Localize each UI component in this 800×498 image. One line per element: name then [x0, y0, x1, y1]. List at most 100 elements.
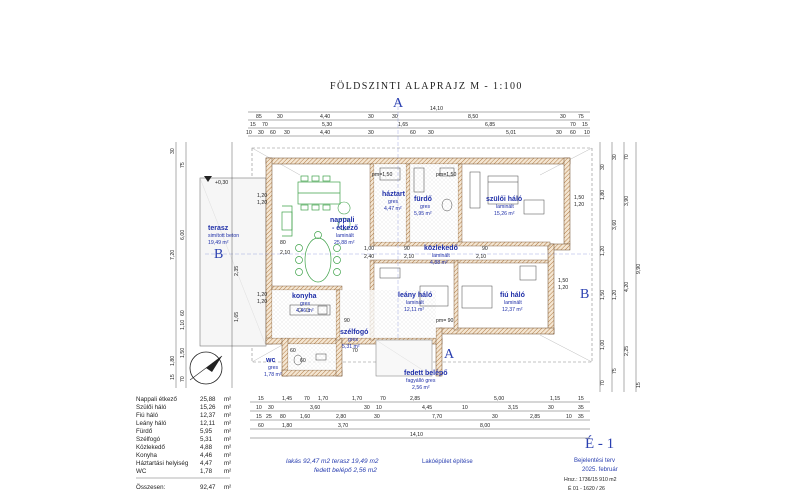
area-row-name: Konyha	[136, 452, 158, 459]
area-row-value: 15,26	[200, 404, 216, 411]
dim-label: 6,85	[485, 122, 495, 128]
room-material: laminált	[432, 253, 450, 259]
room-name: szülői háló	[486, 196, 522, 203]
dim-label: 5,01	[506, 130, 516, 136]
opening-label: 1,50	[574, 195, 584, 201]
opening-label: 1,20	[574, 202, 584, 208]
opening-label: 80	[280, 240, 286, 246]
top-dimension-lines	[248, 111, 590, 137]
top-dim-row4: 10 30 60 30 4,40 30 60 30 5,01 30 60 10	[246, 130, 590, 136]
area-row-unit: m²	[224, 420, 231, 427]
area-total-unit: m²	[224, 484, 231, 491]
room-szuloi-halo: szülői háló laminált 15,26 m²	[486, 196, 522, 217]
project-name: Lakóépület építése	[422, 459, 473, 465]
room-name: terasz	[208, 225, 229, 232]
dim-label: 30	[548, 405, 554, 411]
right-dimension-lines	[599, 142, 637, 392]
area-row-name: Szélfogó	[136, 436, 161, 443]
summary-line-1: lakás 92,47 m2 terasz 19,49 m2	[286, 458, 379, 465]
dim-label: 4,40	[320, 114, 330, 120]
kitchen-counter	[289, 304, 331, 316]
room-szelfogo: szélfogó gres 5,31 m²	[340, 329, 368, 350]
dim-label: 6,00	[180, 230, 186, 240]
dim-label: 4,20	[624, 282, 630, 292]
dim-label: 1,65	[234, 312, 240, 322]
dim-label: 1,70	[352, 396, 362, 402]
dim-label: 30	[392, 114, 398, 120]
room-area: 12,11 m²	[404, 307, 424, 313]
dim-label: 1,45	[282, 396, 292, 402]
room-material: gres	[420, 204, 430, 210]
level-arrow-icon	[204, 176, 212, 182]
dim-label: 1,80	[600, 190, 606, 200]
cut-marker-a-bottom: A	[444, 347, 455, 362]
opening-label: pm=1,50	[372, 172, 392, 178]
opening-label: 2,40	[364, 254, 374, 260]
dim-label: 8,50	[468, 114, 478, 120]
bottom-dim-row4: 60 1,80 3,70 8,00	[258, 423, 490, 429]
dim-label: 8,00	[480, 423, 490, 429]
north-arrow-icon	[189, 351, 223, 385]
dim-label: 60	[410, 130, 416, 136]
opening-label: 1,20	[257, 292, 267, 298]
dim-label: 2,35	[234, 266, 240, 276]
room-furdo: fürdő gres 5,95 m²	[414, 196, 432, 217]
dim-label: 1,80	[170, 356, 176, 366]
area-row-unit: m²	[224, 444, 231, 451]
dim-label: 15	[578, 396, 584, 402]
area-row-value: 4,46	[200, 452, 213, 459]
dining-table-set	[297, 175, 341, 211]
dim-label: 60	[270, 130, 276, 136]
area-total-value: 92,47	[200, 484, 216, 491]
area-row-value: 12,37	[200, 412, 216, 419]
roof-ridge-line	[539, 334, 593, 363]
area-row-name: Nappali étkező	[136, 396, 177, 403]
room-terasz: terasz simított beton 19,49 m²	[208, 225, 239, 246]
opening-label: 2,10	[404, 254, 414, 260]
cut-marker-b-right: B	[580, 287, 589, 302]
area-row-value: 5,95	[200, 428, 213, 435]
bottom-dim-row3: 15 25 80 1,60 2,80 30 7,70 30 2,85 10 35	[256, 414, 584, 420]
room-name: wc	[265, 357, 275, 364]
dim-label: 3,15	[508, 405, 518, 411]
level-marker: +0,30	[215, 180, 228, 186]
dim-label: 3,60	[310, 405, 320, 411]
room-material: gres	[388, 199, 398, 205]
dim-label: 4,45	[422, 405, 432, 411]
area-row-unit: m²	[224, 404, 231, 411]
dim-label: 4,40	[320, 130, 330, 136]
room-konyha: konyha gres 4,46 m²	[292, 293, 317, 314]
dim-label: 25	[266, 414, 272, 420]
room-name: fedett belépő	[404, 370, 448, 377]
dim-label: 80	[280, 414, 286, 420]
dim-label: 3,70	[338, 423, 348, 429]
dim-label: 30	[374, 414, 380, 420]
area-row-unit: m²	[224, 436, 231, 443]
dim-label: 10	[584, 130, 590, 136]
dim-label: 30	[492, 414, 498, 420]
dim-label: 1,20	[600, 246, 606, 256]
outer-walls	[265, 157, 571, 377]
dim-label: 30	[368, 114, 374, 120]
room-name: közlekedő	[424, 245, 458, 252]
dim-label: 1,15	[550, 396, 560, 402]
dim-label: 70	[624, 154, 630, 160]
room-area: 5,31 m²	[342, 344, 360, 350]
room-area: 15,26 m²	[494, 211, 515, 217]
room-fiu-halo: fiú háló laminált 12,37 m²	[500, 292, 525, 313]
terrace-diagonal	[199, 177, 267, 347]
dim-label: 1,50	[180, 348, 186, 358]
dim-label: 70	[180, 376, 186, 382]
room-fedett-belepo: fedett belépő fagyálló gres 2,56 m²	[404, 370, 448, 391]
dim-label: 15	[170, 374, 176, 380]
opening-annotations: pm=1,50 pm=1,50 1,20 1,20 80 2,10 1,00 2…	[257, 172, 584, 364]
dim-label: 30	[277, 114, 283, 120]
opening-label: 90	[404, 246, 410, 252]
dim-label: 1,60	[300, 414, 310, 420]
dim-label: 2,25	[624, 346, 630, 356]
right-dim-labels: 9,90 4,20 3,90 3,60 30 1,80 1,20 30 70 1…	[600, 154, 642, 388]
room-kozlekedo: közlekedő laminált 4,88 m²	[424, 245, 458, 266]
area-row-value: 4,88	[200, 444, 213, 451]
area-row-value: 25,88	[200, 396, 216, 403]
bathroom-fixtures	[379, 167, 455, 212]
